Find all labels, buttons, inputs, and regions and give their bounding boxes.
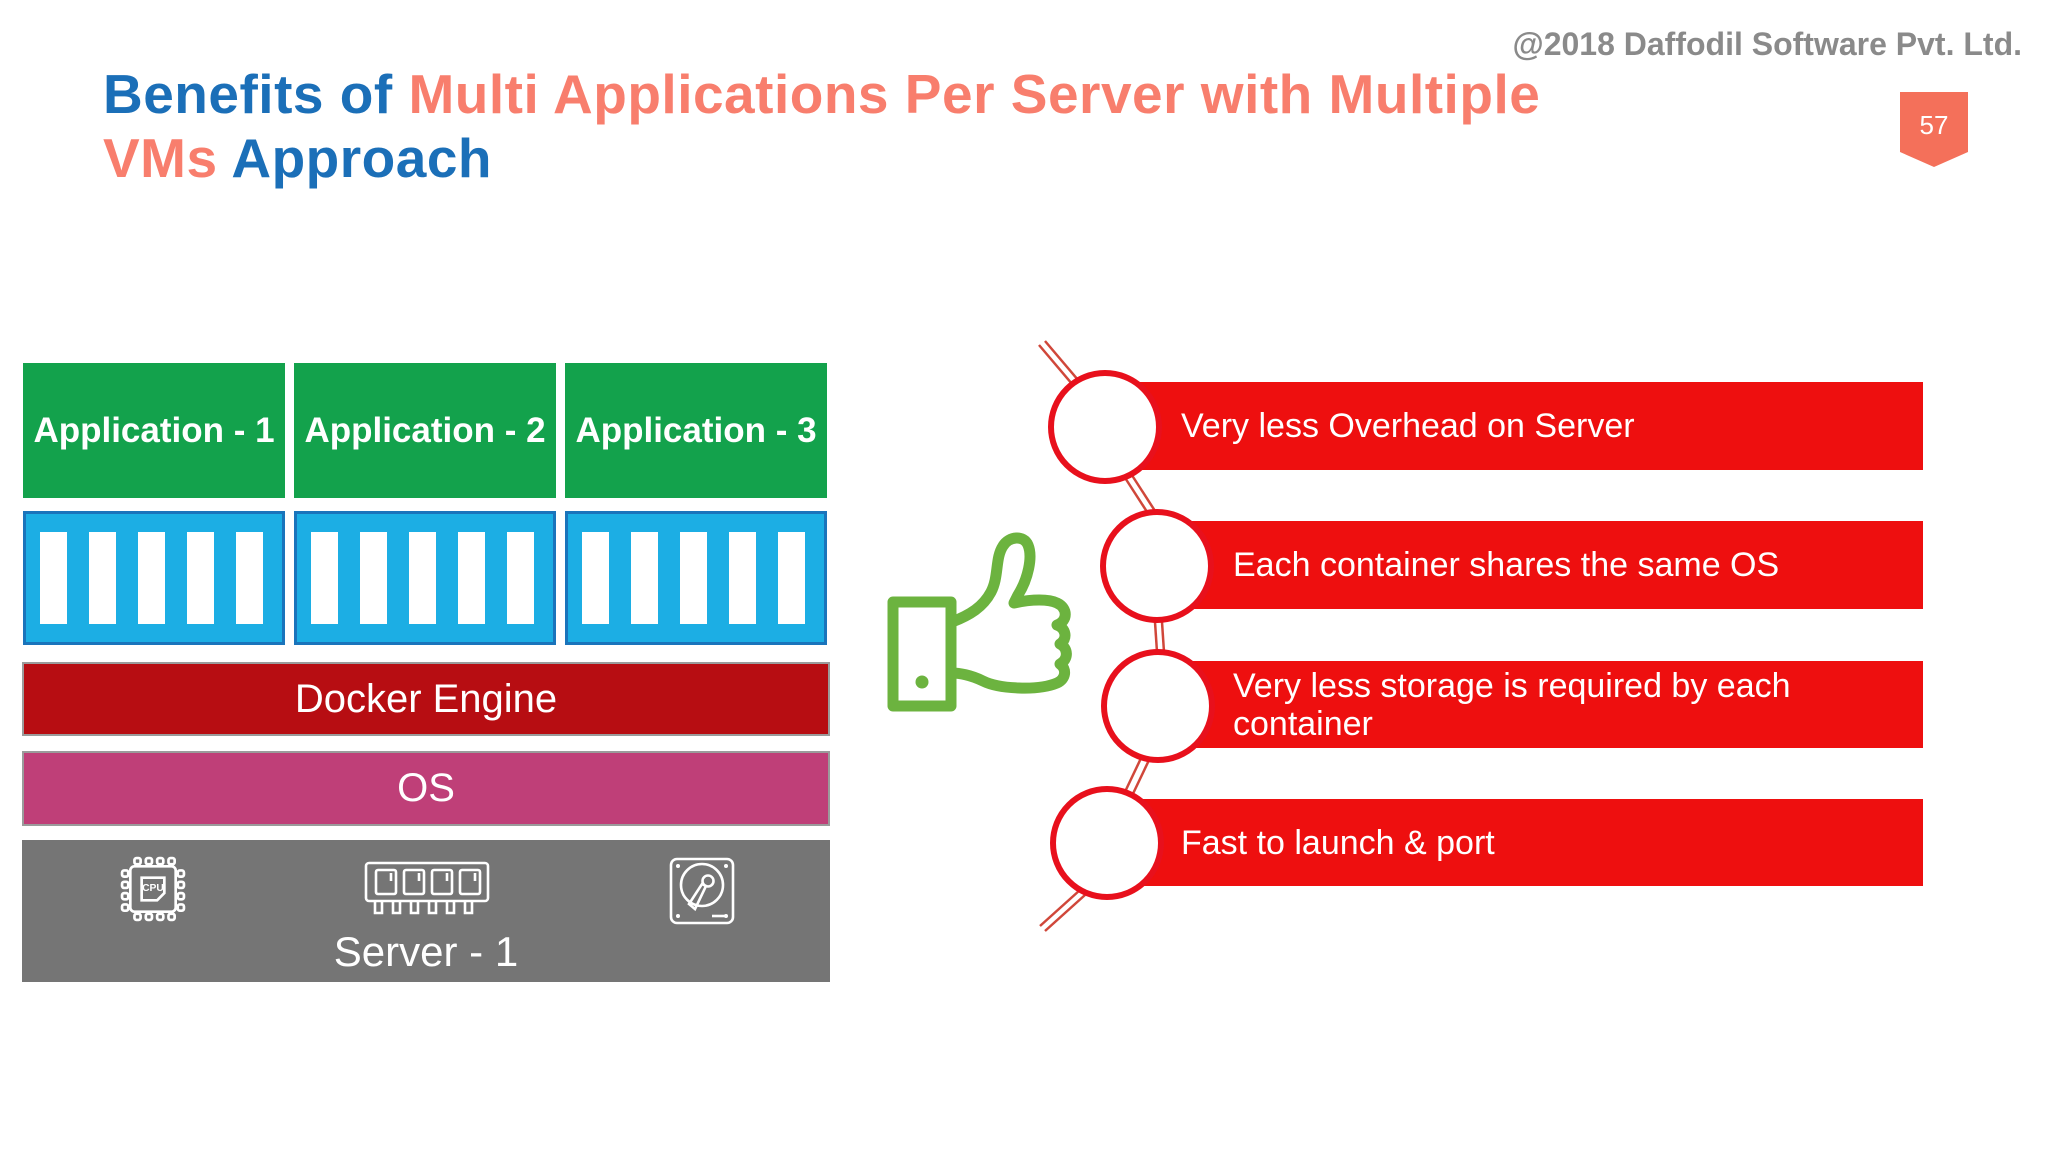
slide-title: Benefits of Multi Applications Per Serve… [103,62,1703,190]
application-label: Application - 1 [33,410,275,450]
benefit-circle-2 [1100,509,1214,623]
os-bar: OS [22,751,830,826]
benefit-circle-4 [1050,786,1164,900]
docker-engine-label: Docker Engine [294,676,558,721]
hdd-icon [669,857,735,925]
container-box-1 [23,511,285,645]
cpu-icon-text: CPU [142,883,164,894]
os-label: OS [397,766,455,810]
benefit-text: Each container shares the same OS [1233,546,1780,584]
benefit-text: Very less Overhead on Server [1181,407,1635,445]
thumbs-up-icon [887,532,1072,712]
application-box-2: Application - 2 [294,363,556,498]
container-stripes [311,532,542,624]
application-label: Application - 3 [575,410,817,450]
application-box-3: Application - 3 [565,363,827,498]
benefit-banner-3: Very less storage is required by each co… [1157,661,1923,748]
page-number: 57 [1919,110,1949,140]
benefit-banner-2: Each container shares the same OS [1157,521,1923,609]
benefit-text: Fast to launch & port [1181,823,1495,862]
container-box-3 [565,511,827,645]
server-bar: CPU [22,840,830,982]
container-box-2 [294,511,556,645]
title-part: Multi Applications Per Server with Multi… [408,63,1541,125]
ram-icon [364,861,490,915]
container-stripes [582,532,813,624]
benefit-text: Very less storage is required by each co… [1233,666,1791,743]
cpu-icon: CPU [120,856,186,922]
benefit-circle-3 [1101,649,1215,763]
benefit-circle-1 [1048,370,1162,484]
title-part: Approach [231,127,493,189]
application-label: Application - 2 [304,410,546,450]
copyright-text: @2018 Daffodil Software Pvt. Ltd. [1512,26,2022,62]
title-part: Benefits of [103,63,393,125]
page-number-badge: 57 [1900,92,1968,167]
application-box-1: Application - 1 [23,363,285,498]
benefit-banner-1: Very less Overhead on Server [1105,382,1923,470]
docker-engine-bar: Docker Engine [22,662,830,736]
title-part: VMs [103,127,218,189]
benefit-banner-4: Fast to launch & port [1105,799,1923,886]
server-label: Server - 1 [333,928,519,975]
container-stripes [40,532,271,624]
